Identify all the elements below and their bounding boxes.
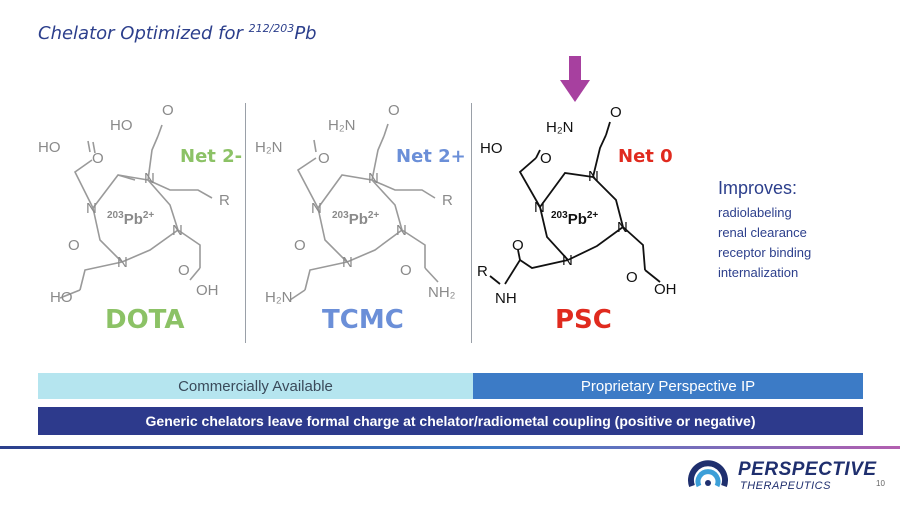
- atom-ho: HO: [50, 289, 73, 306]
- atom-n: N: [311, 200, 322, 217]
- title-isotope: 212/203: [248, 22, 295, 35]
- dota-net-charge: Net 2-: [180, 146, 243, 167]
- atom-n: N: [86, 200, 97, 217]
- atom-oh: OH: [654, 281, 677, 298]
- atom-n: N: [617, 219, 628, 236]
- atom-nh2: NH₂: [428, 284, 456, 301]
- generic-chelators-bar: Generic chelators leave formal charge at…: [38, 407, 863, 435]
- atom-n: N: [172, 222, 183, 239]
- commercial-bar: Commercially Available: [38, 373, 473, 399]
- down-arrow-icon: [560, 56, 590, 102]
- atom-o: O: [626, 269, 638, 286]
- improves-heading: Improves:: [718, 178, 798, 198]
- atom-r: R: [442, 192, 453, 209]
- atom-ho: HO: [110, 117, 133, 134]
- psc-name: PSC: [555, 305, 612, 335]
- logo-icon: [688, 460, 728, 488]
- atom-o: O: [318, 150, 330, 167]
- atom-ho: HO: [38, 139, 61, 156]
- atom-oh: OH: [196, 282, 219, 299]
- atom-nh: NH: [495, 290, 517, 307]
- atom-n: N: [117, 254, 128, 271]
- atom-n: N: [588, 168, 599, 185]
- dota-name: DOTA: [105, 305, 185, 335]
- dota-structure: N N N N R HO O HO O O HO O OH 203Pb2+: [38, 102, 230, 306]
- atom-o: O: [294, 237, 306, 254]
- atom-h2n: H₂N: [265, 289, 293, 306]
- slide-title: Chelator Optimized for 212/203Pb: [38, 22, 317, 44]
- atom-o: O: [512, 237, 524, 254]
- atom-n: N: [144, 170, 155, 187]
- atom-n: N: [534, 199, 545, 216]
- column-divider-1: [245, 103, 246, 343]
- atom-h2n: H₂N: [546, 119, 574, 136]
- tcmc-structure: N N N N R H₂N O H₂N O O H₂N O NH₂ 203Pb2…: [255, 102, 456, 306]
- psc-net-charge: Net 0: [618, 146, 673, 167]
- logo-subtitle: THERAPEUTICS: [740, 480, 831, 492]
- page-number: 10: [876, 479, 885, 488]
- column-divider-2: [471, 103, 472, 343]
- atom-ho: HO: [480, 140, 503, 157]
- atom-o: O: [610, 104, 622, 121]
- tcmc-name: TCMC: [322, 305, 404, 335]
- atom-h2n: H₂N: [328, 117, 356, 134]
- atom-n: N: [368, 170, 379, 187]
- atom-r: R: [477, 263, 488, 280]
- psc-structure: N N N N HO O H₂N O O R NH O OH 203Pb2+: [477, 104, 677, 307]
- atom-n: N: [562, 252, 573, 269]
- improves-item: internalization: [718, 265, 799, 280]
- metal-label: 203Pb2+: [107, 210, 154, 228]
- proprietary-bar: Proprietary Perspective IP: [473, 373, 863, 399]
- atom-r: R: [219, 192, 230, 209]
- improves-box: Improves: radiolabeling renal clearance …: [718, 178, 811, 283]
- atom-o: O: [162, 102, 174, 119]
- title-element: Pb: [294, 23, 317, 44]
- atom-o: O: [92, 150, 104, 167]
- atom-h2n: H₂N: [255, 139, 283, 156]
- metal-label: 203Pb2+: [332, 210, 379, 228]
- tcmc-net-charge: Net 2+: [396, 146, 466, 167]
- metal-label: 203Pb2+: [551, 210, 598, 228]
- logo-name: PERSPECTIVE: [738, 459, 877, 480]
- improves-item: receptor binding: [718, 245, 812, 260]
- atom-n: N: [396, 222, 407, 239]
- atom-o: O: [178, 262, 190, 279]
- footer-divider: [0, 446, 900, 449]
- atom-o: O: [400, 262, 412, 279]
- atom-o: O: [540, 150, 552, 167]
- atom-o: O: [388, 102, 400, 119]
- atom-o: O: [68, 237, 80, 254]
- improves-item: radiolabeling: [718, 205, 792, 220]
- atom-n: N: [342, 254, 353, 271]
- title-text: Chelator Optimized for: [38, 23, 249, 44]
- improves-item: renal clearance: [718, 225, 807, 240]
